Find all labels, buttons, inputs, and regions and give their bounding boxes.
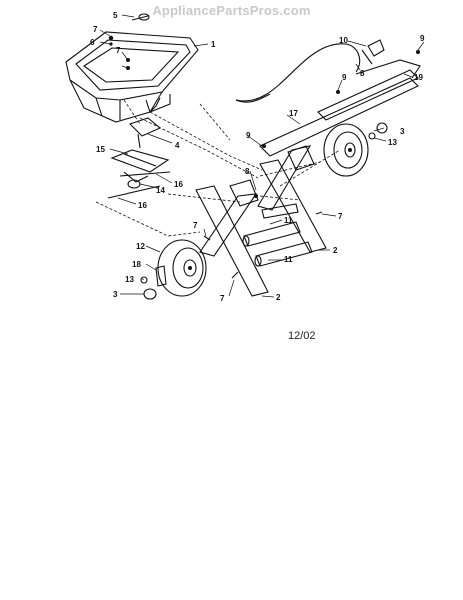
callout-16: 16 (138, 201, 147, 210)
callout-19: 19 (414, 73, 423, 82)
callout-7: 7 (220, 294, 225, 303)
hopper (65, 31, 199, 123)
callout-2: 2 (276, 293, 281, 302)
handle-assembly (259, 39, 421, 157)
callout-13: 13 (388, 138, 397, 147)
callout-4: 4 (175, 141, 180, 150)
alignment-lines (95, 99, 341, 237)
callout-9: 9 (342, 73, 347, 82)
callout-13: 13 (125, 275, 134, 284)
callout-8: 8 (245, 167, 250, 176)
callout-7: 7 (338, 212, 343, 221)
callout-3: 3 (400, 127, 405, 136)
callout-14: 14 (156, 186, 165, 195)
callout-8: 8 (360, 69, 365, 78)
callout-11: 11 (284, 255, 293, 264)
wheel-left (157, 239, 207, 297)
bolts (203, 194, 323, 279)
watermark: AppliancePartsPros.com (152, 3, 311, 18)
callout-5: 5 (113, 11, 118, 20)
callout-7: 7 (93, 25, 98, 34)
callout-16: 16 (174, 180, 183, 189)
leader-lines (99, 14, 425, 298)
callout-15: 15 (96, 145, 105, 154)
callout-18: 18 (132, 260, 141, 269)
revision-date: 12/02 (288, 330, 316, 342)
frame-left (195, 179, 269, 297)
callout-17: 17 (289, 109, 298, 118)
cross-tubes (242, 203, 313, 267)
callout-11: 11 (284, 216, 293, 225)
callout-12: 12 (136, 242, 145, 251)
spring-pin (131, 13, 150, 21)
callout-7: 7 (116, 46, 121, 55)
wheel-right (323, 123, 369, 177)
callout-6: 6 (90, 38, 95, 47)
callout-2: 2 (333, 246, 338, 255)
callout-7: 7 (193, 221, 198, 230)
control-cable (235, 43, 361, 103)
callout-3: 3 (113, 290, 118, 299)
callout-9: 9 (420, 34, 425, 43)
callout-10: 10 (339, 36, 348, 45)
callout-9: 9 (246, 131, 251, 140)
callout-1: 1 (211, 40, 216, 49)
callout-labels: 1 2 2 3 3 4 5 6 7 7 7 7 7 8 8 9 9 9 10 1… (90, 11, 425, 303)
